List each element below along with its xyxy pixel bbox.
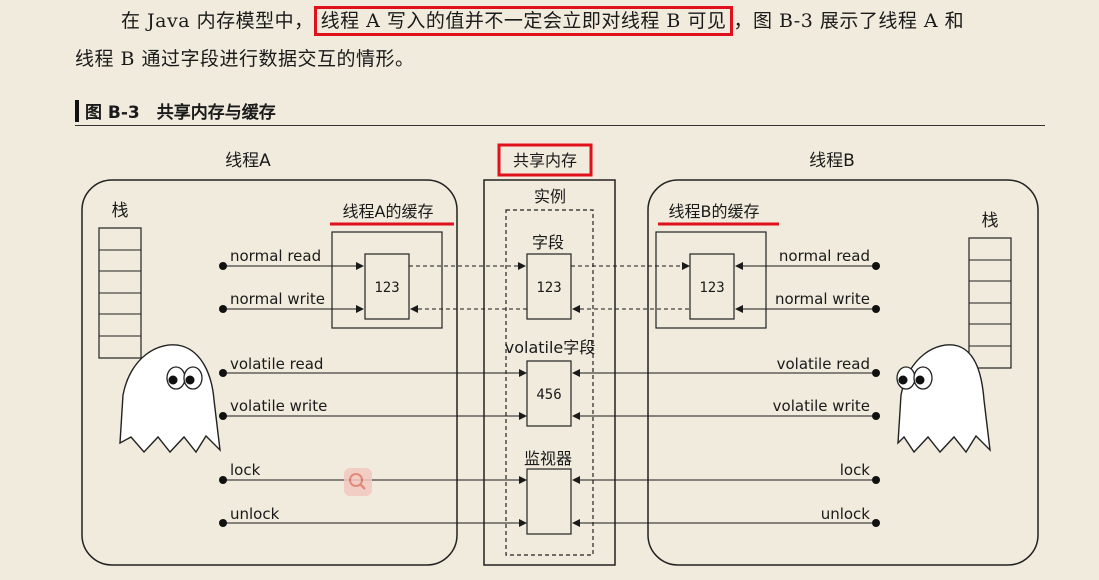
thread-b-cache-cell <box>689 253 735 320</box>
thread-a-cache-value: 123 <box>374 280 399 296</box>
paragraph-line-1: 在 Java 内存模型中，线程 A 写入的值并不一定会立即对线程 B 可见，图 … <box>75 6 965 36</box>
thread-a-stack <box>98 227 142 359</box>
instance-box <box>505 209 594 556</box>
instance-label: 实例 <box>534 187 566 206</box>
thread-a-op-normal-write: normal write <box>230 290 325 308</box>
volatile-field-cell <box>526 360 572 427</box>
thread-b-op-unlock: unlock <box>821 505 871 523</box>
thread-a-op-unlock: unlock <box>230 505 280 523</box>
thread-a-stack-label: 栈 <box>112 201 129 221</box>
field-value: 123 <box>536 280 561 296</box>
thread-a-op-volatile-write: volatile write <box>230 397 327 415</box>
shared-memory-title: 共享内存 <box>513 151 577 170</box>
thread-b-cache-value: 123 <box>699 280 724 296</box>
search-icon <box>349 473 366 490</box>
monitor-label: 监视器 <box>524 449 572 468</box>
thread-a-title: 线程A <box>225 151 271 171</box>
thread-b-dots <box>872 262 880 527</box>
thread-b-stack-label: 栈 <box>982 211 999 231</box>
thread-b-arrows <box>572 262 876 527</box>
thread-b-op-volatile-write: volatile write <box>773 397 870 415</box>
paragraph-prefix: 在 Java 内存模型中， <box>121 10 314 32</box>
field-cell <box>526 253 572 320</box>
thread-a-op-volatile-read: volatile read <box>230 355 323 373</box>
figure-title: 图 B-3 共享内存与缓存 <box>75 98 276 123</box>
figure-rule <box>75 125 1045 126</box>
thread-b-ghost <box>896 344 991 454</box>
thread-a-ghost <box>119 344 221 454</box>
thread-a-op-normal-read: normal read <box>230 247 321 265</box>
paragraph-suffix: ，图 B-3 展示了线程 A 和 <box>733 10 965 32</box>
thread-b-op-volatile-read: volatile read <box>777 355 870 373</box>
thread-b-title: 线程B <box>809 151 855 171</box>
shared-title-highlight <box>497 143 593 177</box>
volatile-field-value: 456 <box>536 387 561 403</box>
thread-b-op-lock: lock <box>840 461 871 479</box>
thread-b-stack <box>968 237 1012 369</box>
thread-b-cache-label: 线程B的缓存 <box>669 202 760 221</box>
title-bar <box>75 100 79 122</box>
thread-a-cache-label: 线程A的缓存 <box>343 202 434 221</box>
monitor-cell <box>526 468 572 535</box>
field-label: 字段 <box>532 233 564 252</box>
thread-a-op-lock: lock <box>230 461 261 479</box>
thread-b-cache-box <box>655 231 767 329</box>
highlighted-phrase: 线程 A 写入的值并不一定会立即对线程 B 可见 <box>313 6 734 36</box>
figure-title-text: 图 B-3 共享内存与缓存 <box>85 103 276 123</box>
thread-a-dots <box>219 262 227 527</box>
thread-a-cache-box <box>331 231 443 329</box>
paragraph-line-2: 线程 B 通过字段进行数据交互的情形。 <box>75 48 415 70</box>
thread-a-cache-cell <box>364 253 410 320</box>
image-search-badge[interactable] <box>344 468 372 496</box>
cache-sync-lines <box>409 262 690 313</box>
thread-a-arrows <box>222 262 527 527</box>
volatile-field-label: volatile字段 <box>505 338 596 357</box>
thread-b-op-normal-read: normal read <box>779 247 870 265</box>
thread-b-op-normal-write: normal write <box>775 290 870 308</box>
